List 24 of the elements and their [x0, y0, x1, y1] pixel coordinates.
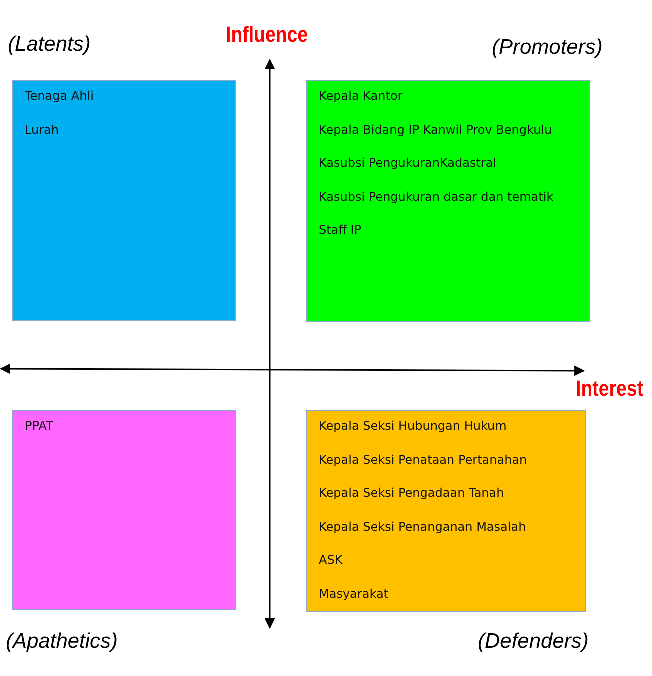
axis-title: Interest: [576, 376, 644, 402]
stakeholder-name: Kepala Seksi Pengadaan Tanah: [319, 486, 504, 501]
stakeholder-quadrant-box: [306, 410, 586, 612]
stakeholder-name: Kasubsi PengukuranKadastral: [319, 156, 497, 171]
stakeholder-name: Kepala Seksi Penanganan Masalah: [319, 520, 526, 534]
stakeholder-name: Tenaga Ahli: [25, 89, 94, 104]
stakeholder-name: Lurah: [25, 122, 59, 138]
quadrant-label: (Defenders): [478, 630, 589, 654]
stakeholder-quadrant-box: [12, 410, 236, 610]
quadrant-label: (Latents): [8, 33, 91, 57]
stakeholder-name: PPAT: [25, 419, 54, 434]
stakeholder-name: Kepala Seksi Hubungan Hukum: [319, 419, 507, 434]
stakeholder-quadrant-box: [12, 80, 236, 321]
stakeholder-name: Staff IP: [319, 223, 362, 238]
stakeholder-name: Masyarakat: [319, 586, 388, 602]
quadrant-label: (Promoters): [492, 36, 603, 60]
quadrant-label: (Apathetics): [6, 630, 118, 654]
stakeholder-name: Kepala Bidang IP Kanwil Prov Bengkulu: [319, 122, 552, 138]
stakeholder-name: ASK: [319, 553, 343, 568]
stakeholder-name: Kepala Kantor: [319, 89, 403, 104]
axis-title: Influence: [226, 22, 308, 48]
stakeholder-quadrant-box: [306, 80, 590, 322]
stakeholder-name: Kepala Seksi Penataan Pertanahan: [319, 452, 528, 468]
stakeholder-name: Kasubsi Pengukuran dasar dan tematik: [319, 190, 554, 204]
